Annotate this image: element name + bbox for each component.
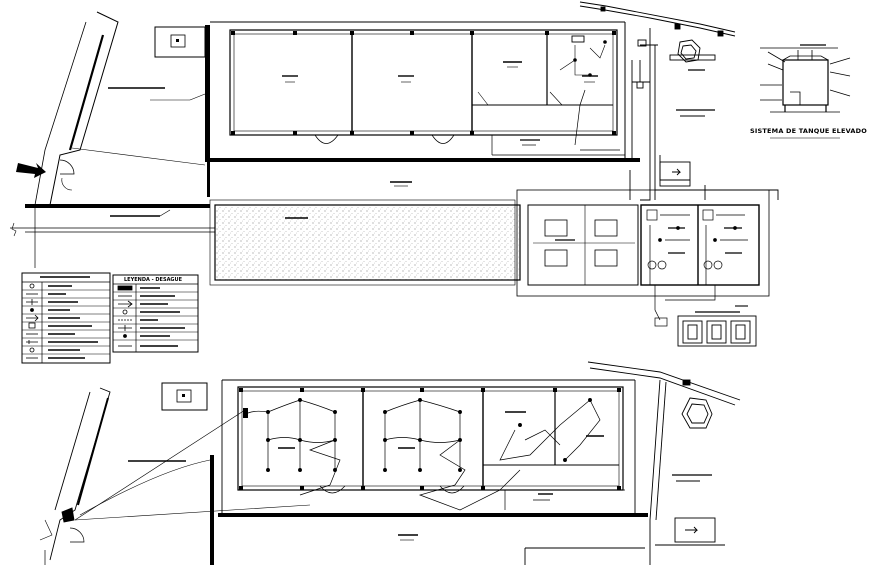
inspection-boxes xyxy=(677,305,757,347)
right-boundary-bottom xyxy=(524,361,741,565)
left-boundary-top xyxy=(34,11,119,206)
classroom-block-bottom xyxy=(237,386,624,511)
square-box-icon xyxy=(154,26,206,58)
tank-elevation-detail xyxy=(760,44,851,113)
bathroom-block xyxy=(516,189,770,327)
legend-table-right xyxy=(112,274,199,353)
legend-title: LEYENDA - DESAGUE xyxy=(124,277,183,283)
arrow-right-icon xyxy=(16,163,46,178)
octagon-tank-icon xyxy=(579,1,779,201)
perimeter-wall-top xyxy=(205,21,640,197)
classroom-block-top xyxy=(229,29,618,144)
patio-label xyxy=(390,181,412,187)
site-boundary-line xyxy=(10,204,215,268)
tank-detail-title: SISTEMA DE TANQUE ELEVADO xyxy=(750,127,867,135)
square-box-icon-bottom xyxy=(161,382,208,411)
concrete-slab xyxy=(209,199,521,286)
legend-table-left xyxy=(21,272,111,364)
top-plan: SISTEMA DE TANQUE ELEVADO xyxy=(10,1,867,364)
site-label-left xyxy=(71,87,206,166)
left-boundary-bottom xyxy=(39,387,111,565)
patio-bottom xyxy=(504,489,625,510)
patio-top xyxy=(491,89,625,156)
perimeter-wall-bottom xyxy=(210,379,648,565)
site-label-bottom xyxy=(74,409,311,521)
bottom-plan xyxy=(39,361,741,565)
